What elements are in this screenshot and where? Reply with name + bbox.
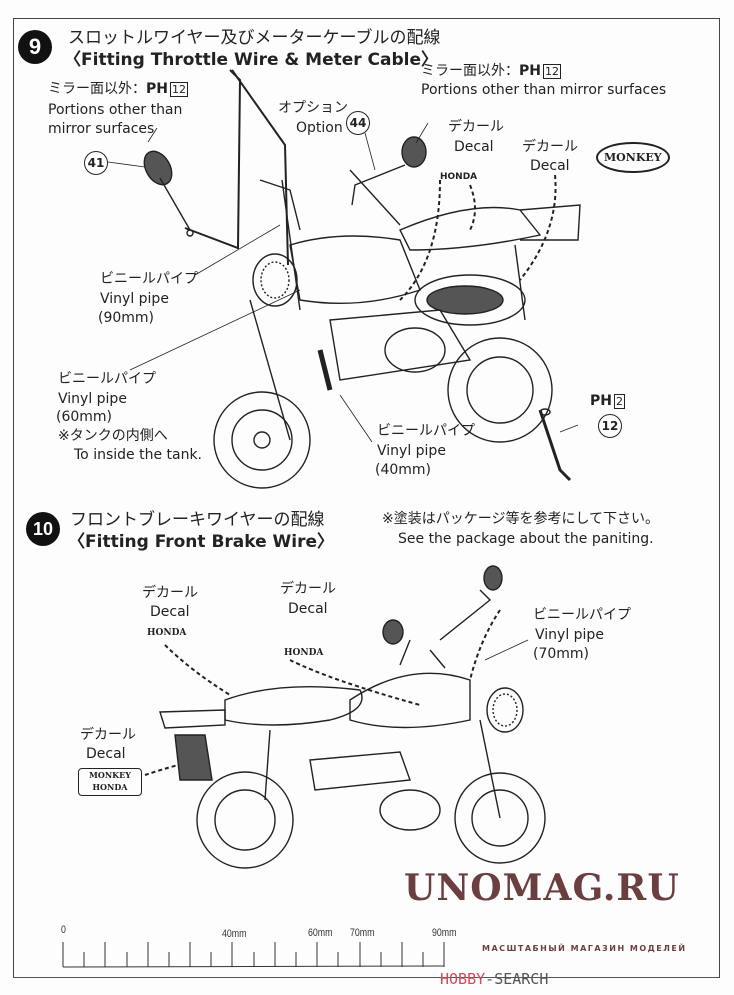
monkey-text: MONKEY <box>89 770 131 780</box>
pipe90-en: Vinyl pipe <box>100 291 169 307</box>
ruler-label-90: 90mm <box>432 927 457 939</box>
decal-b-en: Decal <box>288 601 328 617</box>
step-10-number: 10 <box>26 512 60 546</box>
note-left-en1: Portions other than <box>48 102 183 118</box>
pipe90-size: (90mm) <box>98 310 155 326</box>
note-left-en2: mirror surfaces <box>48 121 155 137</box>
paint-number: 12 <box>169 82 188 97</box>
step-10-title-jp: フロントブレーキワイヤーの配線 <box>70 510 325 530</box>
unomag-watermark: UNOMAG.RU <box>404 867 680 909</box>
paint-code: PH <box>519 63 541 79</box>
decal-c-jp: デカール <box>80 727 136 743</box>
pipe70-size: (70mm) <box>533 646 590 662</box>
pipe70-en: Vinyl pipe <box>535 627 604 643</box>
decal-b-logo: HONDA <box>284 648 324 658</box>
pipe60-note-jp: ※タンクの内側へ <box>58 428 168 444</box>
pipe40-size: (40mm) <box>375 462 432 478</box>
ruler-label-0: 0 <box>61 924 66 936</box>
unomag-subtitle: МАСШТАБНЫЙ МАГАЗИН МОДЕЛЕЙ <box>482 944 687 953</box>
option-jp: オプション <box>278 100 348 116</box>
search-text: SEARCH <box>494 970 549 988</box>
part-12: 12 <box>598 414 622 438</box>
decal-a-en: Decal <box>150 604 190 620</box>
bike-step9 <box>143 69 581 489</box>
decal2-en: Decal <box>530 158 570 174</box>
step-10-title-en: 〈Fitting Front Brake Wire〉 <box>68 532 335 552</box>
decal-c-en: Decal <box>86 746 126 762</box>
page-frame <box>13 18 720 978</box>
label: ミラー面以外： <box>48 81 146 97</box>
pipe60-note-en: To inside the tank. <box>74 447 203 463</box>
paint-note-en: See the package about the paniting. <box>398 531 654 547</box>
ruler-label-70: 70mm <box>350 927 375 939</box>
ruler-label-40: 40mm <box>222 928 247 940</box>
decal1-en: Decal <box>454 139 494 155</box>
leader-lines-step9 <box>107 122 579 443</box>
bike-step10 <box>144 565 546 869</box>
part-41: 41 <box>84 151 108 175</box>
label: ミラー面以外： <box>421 63 519 79</box>
pipe60-en: Vinyl pipe <box>58 391 127 407</box>
pipe70-jp: ビニールパイプ <box>533 607 631 623</box>
step-9-title-jp: スロットルワイヤー及びメーターケーブルの配線 <box>68 28 441 48</box>
paint-number: 2 <box>613 394 625 409</box>
pipe60-jp: ビニールパイプ <box>58 371 156 387</box>
monkey-logo: MONKEY <box>596 142 670 173</box>
paint-code: PH <box>590 393 612 409</box>
decal2-jp: デカール <box>522 139 578 155</box>
pipe40-jp: ビニールパイプ <box>377 423 475 439</box>
pipe60-size: (60mm) <box>56 409 113 425</box>
decal-c-logo: MONKEY HONDA <box>78 768 142 796</box>
ruler <box>62 942 445 968</box>
pipe90-jp: ビニールパイプ <box>100 271 198 287</box>
decal-a-jp: デカール <box>142 585 198 601</box>
pipe40-en: Vinyl pipe <box>377 443 446 459</box>
option-en: Option <box>296 120 343 136</box>
step-9-title-en: 〈Fitting Throttle Wire & Meter Cable〉 <box>64 50 439 70</box>
hobbysearch-watermark: HOBBY-SEARCH <box>440 970 549 988</box>
decal-b-jp: デカール <box>280 581 336 597</box>
step-9-number: 9 <box>18 30 52 64</box>
decal1-jp: デカール <box>448 119 504 135</box>
paint-note-jp: ※塗装はパッケージ等を参考にして下さい。 <box>382 511 660 527</box>
honda-text: HONDA <box>92 782 128 792</box>
paint-number: 12 <box>542 64 561 79</box>
paint-code: PH <box>146 81 168 97</box>
decal-a-logo: HONDA <box>147 628 187 638</box>
part-44: 44 <box>346 111 370 135</box>
note-right-en: Portions other than mirror surfaces <box>421 82 667 98</box>
honda-logo: HONDA <box>440 172 478 182</box>
ruler-label-60: 60mm <box>308 927 333 939</box>
hobby-text: HOBBY <box>440 970 486 988</box>
